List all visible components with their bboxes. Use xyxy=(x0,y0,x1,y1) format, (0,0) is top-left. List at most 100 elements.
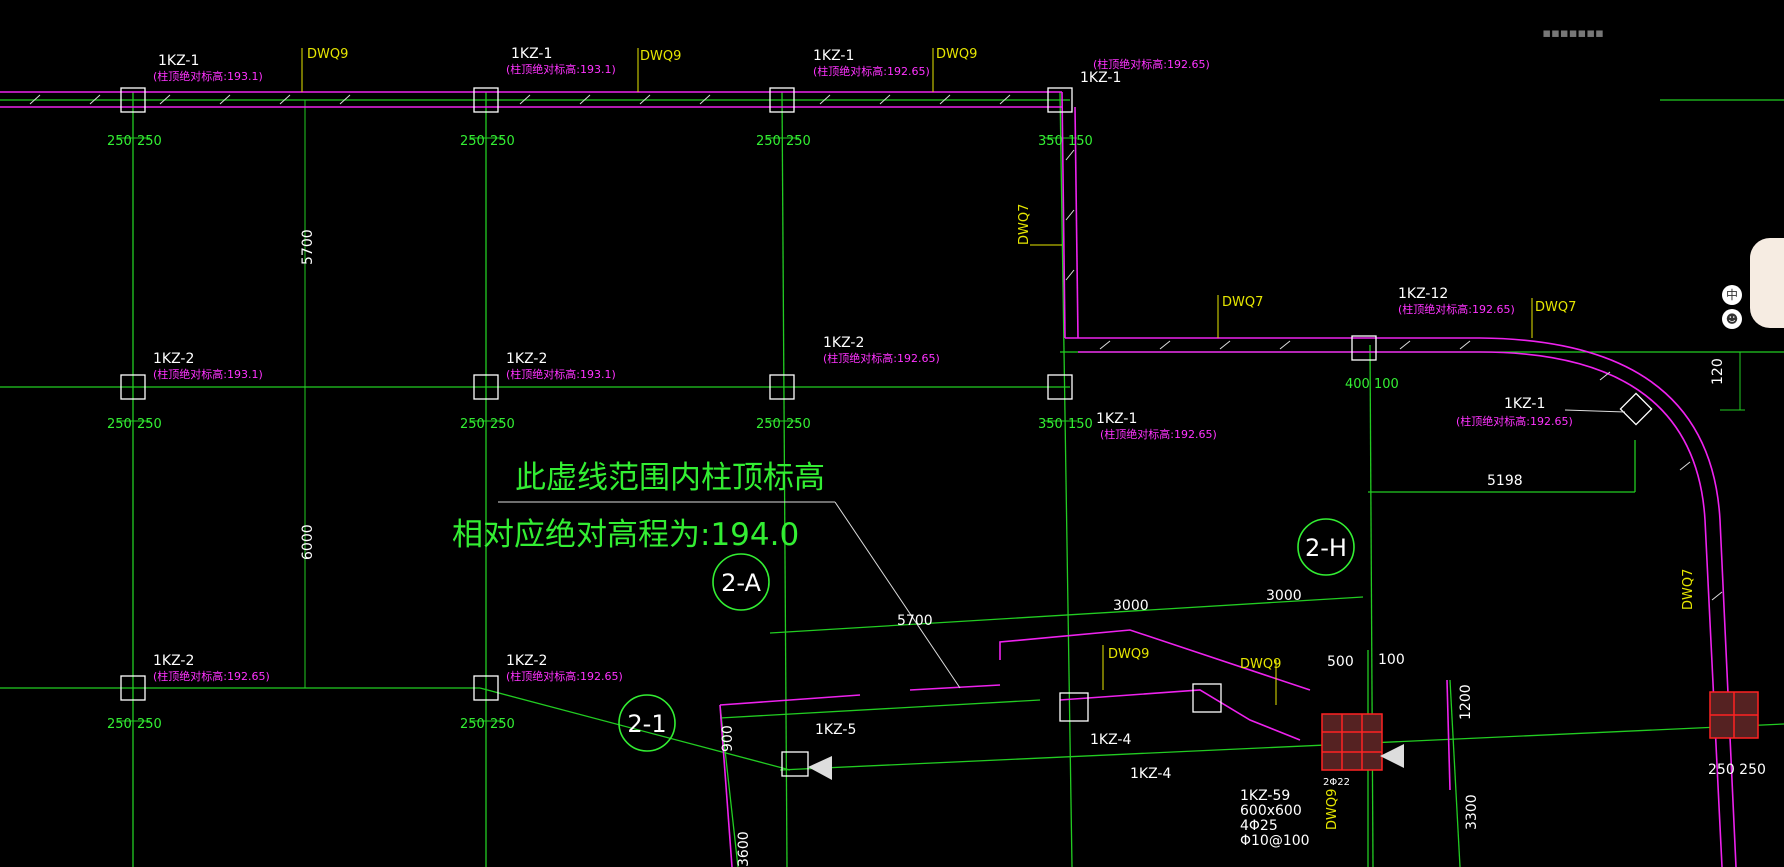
col-dim: 350 xyxy=(1038,134,1063,149)
elevation-note: (柱顶绝对标高:192.65) xyxy=(813,64,930,78)
col-dim: 250 xyxy=(460,417,485,432)
col-dim: 100 xyxy=(1374,377,1399,392)
column-label: 1KZ-2 xyxy=(823,335,864,351)
col-dim: 250 xyxy=(756,134,781,149)
col-dim: 150 xyxy=(1068,134,1093,149)
dim-100: 100 xyxy=(1378,652,1405,668)
column-size: 600x600 xyxy=(1240,803,1302,819)
wall-label: DWQ9 xyxy=(307,47,348,62)
column-label: 1KZ-1 xyxy=(158,53,199,69)
dim-5700: 5700 xyxy=(897,613,933,629)
elevation-note: (柱顶绝对标高:193.1) xyxy=(153,367,263,381)
axis-label-2h: 2-H xyxy=(1305,534,1347,562)
elevation-note: (柱顶绝对标高:193.1) xyxy=(506,367,616,381)
col-dim: 250 xyxy=(107,134,132,149)
dim-900: 900 xyxy=(720,725,736,752)
dim-3000-b: 3000 xyxy=(1266,588,1302,604)
elevation-note: (柱顶绝对标高:192.65) xyxy=(153,669,270,683)
col-dim: 250 xyxy=(137,717,162,732)
column-box xyxy=(1351,335,1377,361)
column-box xyxy=(769,374,795,400)
column-label: 1KZ-1 xyxy=(1504,396,1545,412)
column-box xyxy=(1192,683,1222,713)
column-boxes xyxy=(120,87,1653,777)
col-dim: 250 xyxy=(490,417,515,432)
dim-3600: 3600 xyxy=(736,831,752,867)
elevation-note: (柱顶绝对标高:192.65) xyxy=(823,351,940,365)
wall-label: DWQ9 xyxy=(1108,647,1149,662)
col-dim: 250 xyxy=(756,417,781,432)
column-label: 1KZ-1 xyxy=(511,46,552,62)
dim-5198: 5198 xyxy=(1487,473,1523,489)
wall-label: DWQ9 xyxy=(936,47,977,62)
column-label: 1KZ-12 xyxy=(1398,286,1448,302)
col-dim: 250 xyxy=(107,417,132,432)
col-dim: 250 xyxy=(460,717,485,732)
column-box xyxy=(1047,87,1073,113)
elevation-note: (柱顶绝对标高:192.65) xyxy=(1100,427,1217,441)
column-box xyxy=(473,87,499,113)
axis-label-2a: 2-A xyxy=(721,569,761,597)
column-label: 1KZ-1 xyxy=(1080,70,1121,86)
wall-label: DWQ7 xyxy=(1535,300,1576,315)
col-dim: 250 xyxy=(460,134,485,149)
wall-outlines xyxy=(0,91,1737,867)
elevation-note: (柱顶绝对标高:193.1) xyxy=(153,69,263,83)
wall-label: DWQ7 xyxy=(1222,295,1263,310)
column-box xyxy=(1619,392,1653,426)
dim-5700-vertical: 5700 xyxy=(300,229,316,265)
column-label: 1KZ-5 xyxy=(815,722,856,738)
col-dim: 350 xyxy=(1038,417,1063,432)
leader-lines xyxy=(498,409,1626,689)
column-box xyxy=(120,87,146,113)
col-dim: 250 xyxy=(107,717,132,732)
wall-label: DWQ7 xyxy=(1681,569,1696,610)
dim-3000-a: 3000 xyxy=(1113,598,1149,614)
col-dim: 250 xyxy=(490,717,515,732)
elevation-note: (柱顶绝对标高:192.65) xyxy=(1398,302,1515,316)
column-label: 1KZ-1 xyxy=(1096,411,1137,427)
column-box xyxy=(120,675,146,701)
column-box xyxy=(1047,374,1073,400)
column-stirrup: Φ10@100 xyxy=(1240,833,1310,849)
reinforced-column-detail xyxy=(1321,691,1759,771)
column-box xyxy=(120,374,146,400)
wall-leaders xyxy=(301,48,1533,705)
mascot-icon[interactable] xyxy=(1750,238,1784,328)
note-line-2: 相对应绝对高程为:194.0 xyxy=(452,517,799,553)
column-box xyxy=(781,751,809,777)
elevation-note: (柱顶绝对标高:192.65) xyxy=(506,669,623,683)
wall-label: DWQ9 xyxy=(1325,789,1340,830)
elevation-note: (柱顶绝对标高:192.65) xyxy=(1093,57,1210,71)
col-dim: 400 xyxy=(1345,377,1370,392)
note-line-1: 此虚线范围内柱顶标高 xyxy=(515,460,825,496)
col-dim: 250 xyxy=(786,417,811,432)
column-label: 1KZ-59 xyxy=(1240,788,1290,804)
dim-500: 500 xyxy=(1327,654,1354,670)
dim-3300: 3300 xyxy=(1464,794,1480,830)
column-label: 1KZ-1 xyxy=(813,48,854,64)
wall-label: DWQ7 xyxy=(1017,204,1032,245)
ime-mode-button[interactable]: 中 xyxy=(1722,285,1742,305)
col-dim: 150 xyxy=(1068,417,1093,432)
ime-toolbar[interactable]: 中 ☻ xyxy=(1722,285,1744,333)
axis-label-21: 2-1 xyxy=(627,710,666,738)
dim-120: 120 xyxy=(1710,358,1726,385)
column-corner-bars: 2Φ22 xyxy=(1323,777,1350,788)
dim-250-250: 250 250 xyxy=(1708,762,1766,778)
column-box xyxy=(473,374,499,400)
ime-mascot-icon[interactable]: ☻ xyxy=(1722,309,1742,329)
wall-label: DWQ9 xyxy=(1240,657,1281,672)
column-box xyxy=(473,675,499,701)
column-label: 1KZ-2 xyxy=(506,351,547,367)
column-box xyxy=(769,87,795,113)
dim-1200: 1200 xyxy=(1458,684,1474,720)
axis-bubbles xyxy=(618,518,1355,752)
axis-grid-lines xyxy=(0,91,1784,867)
title-block-text: ▪▪▪▪▪▪▪ xyxy=(1542,26,1604,41)
col-dim: 250 xyxy=(137,134,162,149)
col-dim: 250 xyxy=(490,134,515,149)
col-dim: 250 xyxy=(786,134,811,149)
column-box xyxy=(1059,692,1089,722)
